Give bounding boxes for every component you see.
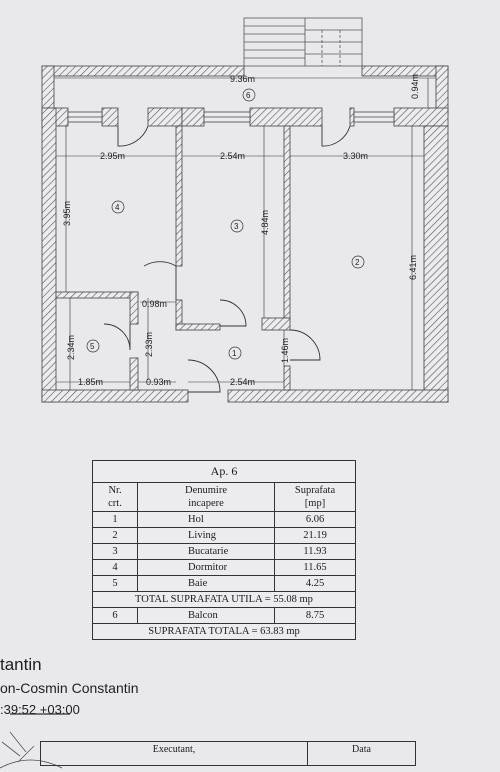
table-row: 6 Balcon 8.75 [92,607,356,624]
balcony-name: Balcon [137,607,275,624]
dim-door-width: 0.98m [142,299,167,309]
footer-table: Executant, Data [40,741,416,766]
balcony-walls [41,65,449,115]
dim-hall-depth-right: 1.46m [280,338,290,363]
room-number-5: 5 [90,342,95,351]
dimension-labels: 9.36m 0.94m 2.95m 2.54m 3.30m 3.95m 4.84… [62,74,420,387]
dim-hall-depth-left: 2.33m [144,332,154,357]
total-row: SUPRAFATA TOTALA = 63.83 mp [92,623,356,640]
row-name: Dormitor [137,559,275,576]
dim-total-width: 9.36m [230,74,255,84]
data-label: Data [307,741,416,766]
dim-baie-width: 1.85m [78,377,103,387]
dim-living-depth: 6.41m [408,255,418,280]
table-row: 5 Baie 4.25 [92,575,356,592]
stairs [243,17,363,67]
row-name: Living [137,527,275,544]
row-area: 21.19 [274,527,356,544]
windows [67,111,395,123]
doors [103,125,351,393]
dim-balcony-depth: 0.94m [410,74,420,99]
dim-dormitor-width: 2.95m [100,151,125,161]
executant-label: Executant, [40,741,308,766]
table-row: 1 Hol 6.06 [92,511,356,528]
room-markers [86,88,365,360]
dim-hall-wall: 0.93m [146,377,171,387]
table-row: 3 Bucatarie 11.93 [92,543,356,560]
dim-living-width: 3.30m [343,151,368,161]
header-nr: Nr. crt. [92,482,138,512]
dim-baie-depth: 2.34m [66,335,76,360]
row-nr: 2 [92,527,138,544]
signature-line-2: on-Cosmin Constantin [0,680,139,696]
row-name: Hol [137,511,275,528]
row-nr: 5 [92,575,138,592]
dim-bucatarie-depth: 4.84m [260,210,270,235]
room-numbers: 6 4 3 2 5 1 [90,91,360,358]
dim-dormitor-depth: 3.95m [62,201,72,226]
signature-line-3: :39:52 +03:00 [0,702,80,717]
room-number-1: 1 [232,349,237,358]
room-number-3: 3 [234,222,239,231]
row-nr: 4 [92,559,138,576]
dim-hall-width: 2.54m [230,377,255,387]
row-name: Bucatarie [137,543,275,560]
dimension-lines [54,77,436,390]
exterior-walls [41,107,449,403]
balcony-area: 8.75 [274,607,356,624]
balcony-nr: 6 [92,607,138,624]
table-row: 4 Dormitor 11.65 [92,559,356,576]
interior-walls [55,125,291,391]
header-name: Denumire incapere [137,482,275,512]
dim-bucatarie-width: 2.54m [220,151,245,161]
header-area: Suprafata [mp] [274,482,356,512]
row-nr: 3 [92,543,138,560]
row-area: 6.06 [274,511,356,528]
row-name: Baie [137,575,275,592]
table-title: Ap. 6 [92,460,356,483]
room-number-2: 2 [355,258,360,267]
table-row: 2 Living 21.19 [92,527,356,544]
row-area: 4.25 [274,575,356,592]
row-area: 11.93 [274,543,356,560]
total-util-row: TOTAL SUPRAFATA UTILA = 55.08 mp [92,591,356,608]
signature-line-1: tantin [0,655,42,674]
row-nr: 1 [92,511,138,528]
room-number-6: 6 [246,91,251,100]
row-area: 11.65 [274,559,356,576]
area-table: Ap. 6 Nr. crt. Denumire incapere Suprafa… [92,460,356,640]
floor-plan: 9.36m 0.94m 2.95m 2.54m 3.30m 3.95m 4.84… [41,17,449,403]
room-number-4: 4 [115,203,120,212]
